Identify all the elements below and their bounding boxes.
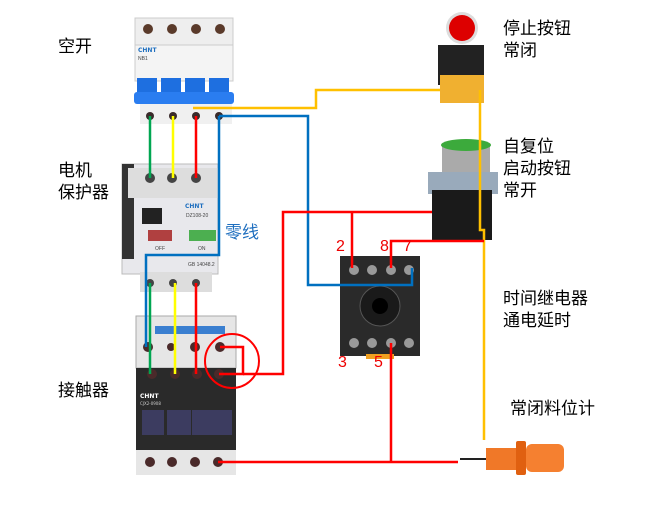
contactor-brand: CHNT [140, 393, 159, 400]
label-contactor: 接触器 [58, 381, 109, 401]
protector-brand: CHNT [185, 203, 204, 210]
contactor-model: CJX2-0908 [140, 401, 161, 406]
relay-pin-3: 3 [338, 354, 347, 371]
circuit-breaker: CHNT NB1 [134, 17, 234, 124]
label-breaker: 空开 [58, 37, 92, 57]
label-motor-protector: 电机 保护器 [58, 161, 109, 203]
stop-button [438, 12, 484, 103]
breaker-brand: CHNT [138, 47, 157, 54]
protector-off-label: OFF [155, 246, 165, 252]
level-sensor [460, 441, 564, 475]
label-time-relay: 时间继电器 通电延时 [503, 289, 588, 331]
aux-contact-highlight [204, 333, 260, 389]
relay-pin-8: 8 [380, 238, 389, 255]
protector-on-label: ON [198, 246, 206, 252]
label-start-button: 自复位 启动按钮 常开 [503, 137, 571, 201]
time-relay-base [340, 256, 420, 359]
motor-protector: CHNT DZ108-20 OFF ON GB 14048.2 [121, 163, 219, 292]
protector-model: DZ108-20 [186, 213, 208, 219]
start-button [428, 139, 498, 240]
relay-pin-7: 7 [403, 238, 412, 255]
wires [144, 88, 486, 464]
relay-pin-5: 5 [374, 354, 383, 371]
label-level-sensor: 常闭料位计 [510, 399, 595, 419]
breaker-model: NB1 [138, 56, 148, 62]
relay-pin-2: 2 [336, 238, 345, 255]
label-stop-button: 停止按钮 常闭 [503, 19, 571, 61]
label-neutral: 零线 [225, 223, 259, 243]
protector-standard: GB 14048.2 [188, 262, 215, 268]
contactor: CHNT CJX2-0908 [135, 315, 260, 475]
